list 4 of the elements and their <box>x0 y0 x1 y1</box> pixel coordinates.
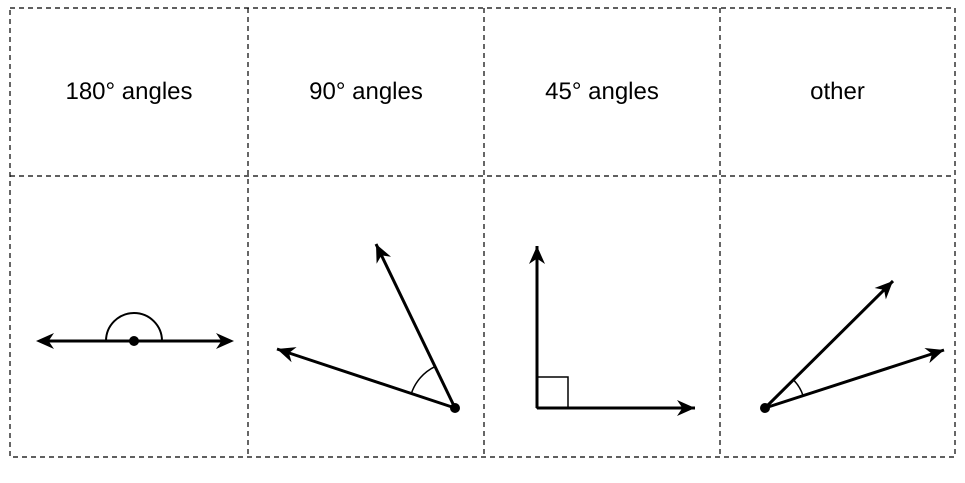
column-heading: other <box>810 77 865 107</box>
column-heading: 90° angles <box>309 77 423 107</box>
column-heading: 180° angles <box>65 77 193 107</box>
column-heading: 45° angles <box>545 77 659 107</box>
